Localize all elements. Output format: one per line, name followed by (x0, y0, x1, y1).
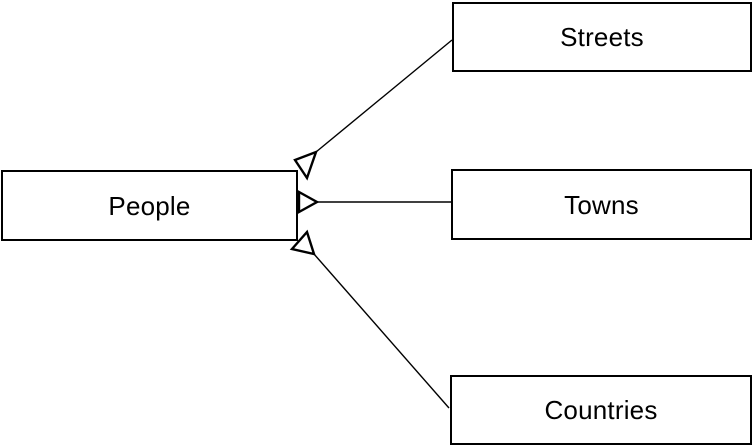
node-people[interactable]: People (1, 170, 298, 241)
connector-streets-people-line (315, 39, 453, 153)
node-people-label: People (108, 190, 191, 221)
node-streets[interactable]: Streets (452, 2, 752, 72)
hollow-triangle-arrowhead-towns (297, 189, 320, 215)
hollow-triangle-arrowhead-streets (293, 149, 318, 181)
node-towns[interactable]: Towns (451, 169, 752, 240)
connector-countries-people-line (313, 253, 450, 409)
node-countries[interactable]: Countries (450, 375, 752, 445)
node-towns-label: Towns (564, 189, 639, 220)
node-countries-label: Countries (544, 395, 658, 425)
node-streets-label: Streets (560, 22, 644, 52)
